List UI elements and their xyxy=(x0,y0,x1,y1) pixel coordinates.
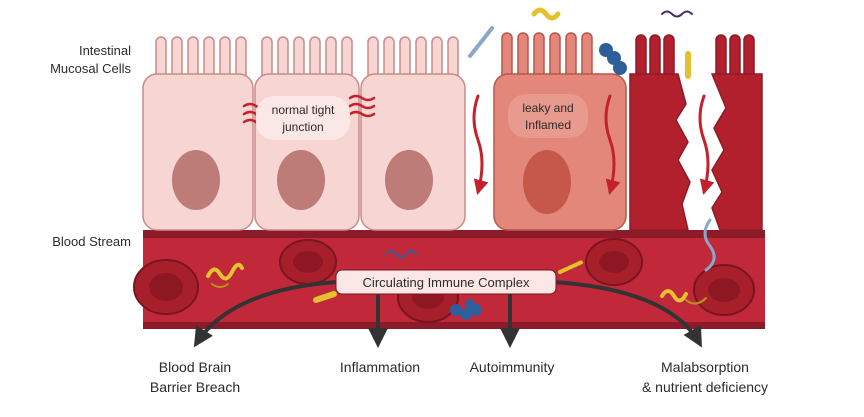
nucleus xyxy=(277,150,325,210)
immune-complex-label: Circulating Immune Complex xyxy=(363,275,530,290)
leaky-label-line2: Inflamed xyxy=(525,118,571,132)
nucleus xyxy=(385,150,433,210)
bacteria-icon xyxy=(450,299,482,320)
blood-stream-label: Blood Stream xyxy=(52,234,131,249)
leaky-label-line1: leaky and xyxy=(522,101,573,115)
nucleus xyxy=(172,150,220,210)
outcome-autoimmunity: Autoimmunity xyxy=(470,359,555,375)
bacteria-icon xyxy=(599,43,627,75)
outcome-inflammation: Inflammation xyxy=(340,359,420,375)
nucleus xyxy=(523,150,571,214)
outcome-labels: Blood Brain Barrier Breach Inflammation … xyxy=(150,359,768,395)
toxin-icon xyxy=(468,7,693,79)
immune-complex-box: Circulating Immune Complex xyxy=(335,269,557,295)
intestinal-label-line1: Intestinal xyxy=(79,43,131,58)
leak-arrows xyxy=(472,94,715,195)
normal-label-line2: junction xyxy=(281,120,323,134)
protein-fragment-icon xyxy=(206,218,716,305)
outcome-malabsorption-line1: Malabsorption xyxy=(661,359,749,375)
outcome-malabsorption-line2: & nutrient deficiency xyxy=(642,379,768,395)
leaky-cell: leaky and Inflamed xyxy=(493,32,627,231)
damaged-cells xyxy=(629,34,763,231)
outcome-blood-brain-line2: Barrier Breach xyxy=(150,379,240,395)
outcome-arrows xyxy=(193,280,702,348)
normal-label-line1: normal tight xyxy=(272,103,335,117)
normal-junction-label: normal tight junction xyxy=(256,96,350,140)
intestinal-label-line2: Mucosal Cells xyxy=(50,61,131,76)
outcome-blood-brain-line1: Blood Brain xyxy=(159,359,231,375)
